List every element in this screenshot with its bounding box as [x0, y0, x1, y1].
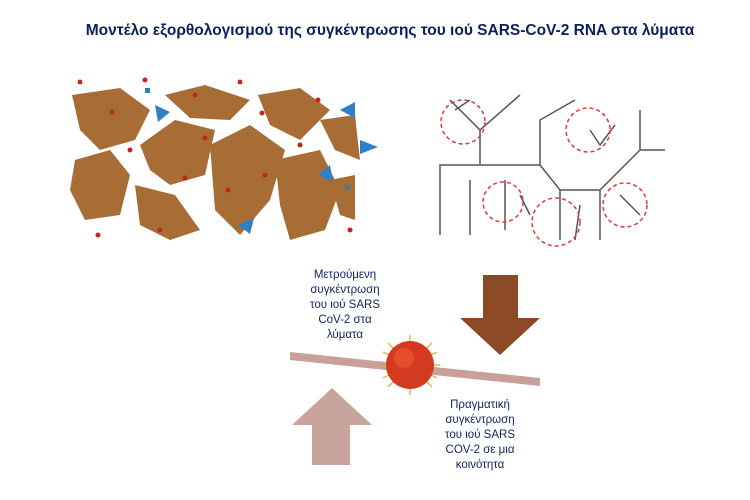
actual-concentration-label: Πραγματική συγκέντρωση του ιού SARS COV-…	[425, 398, 535, 473]
dashed-circles	[440, 99, 648, 247]
sewer-network	[439, 94, 665, 241]
label-line: του ιού SARS	[444, 429, 515, 441]
virus-particles	[77, 77, 353, 238]
virus-icon	[380, 335, 440, 395]
label-line: CoV-2 στα	[318, 314, 372, 326]
down-arrow	[460, 275, 540, 355]
label-line: κοινότητα	[455, 459, 505, 471]
soil-particles	[70, 85, 360, 240]
diagram-title: Μοντέλο εξορθολογισμού της συγκέντρωσης …	[85, 22, 695, 39]
label-line: COV-2 σε μια	[445, 444, 515, 456]
label-line: συγκέντρωση	[445, 414, 515, 426]
label-line: λύματα	[326, 329, 364, 341]
label-line: συγκέντρωση	[310, 284, 380, 296]
label-line: του ιού SARS	[309, 299, 380, 311]
label-line: Μετρούμενη	[313, 269, 377, 281]
up-arrow	[292, 388, 372, 465]
flow-arrows	[145, 88, 378, 234]
measured-concentration-label: Μετρούμενη συγκέντρωση του ιού SARS CoV-…	[290, 268, 400, 343]
label-line: Πραγματική	[450, 399, 510, 411]
